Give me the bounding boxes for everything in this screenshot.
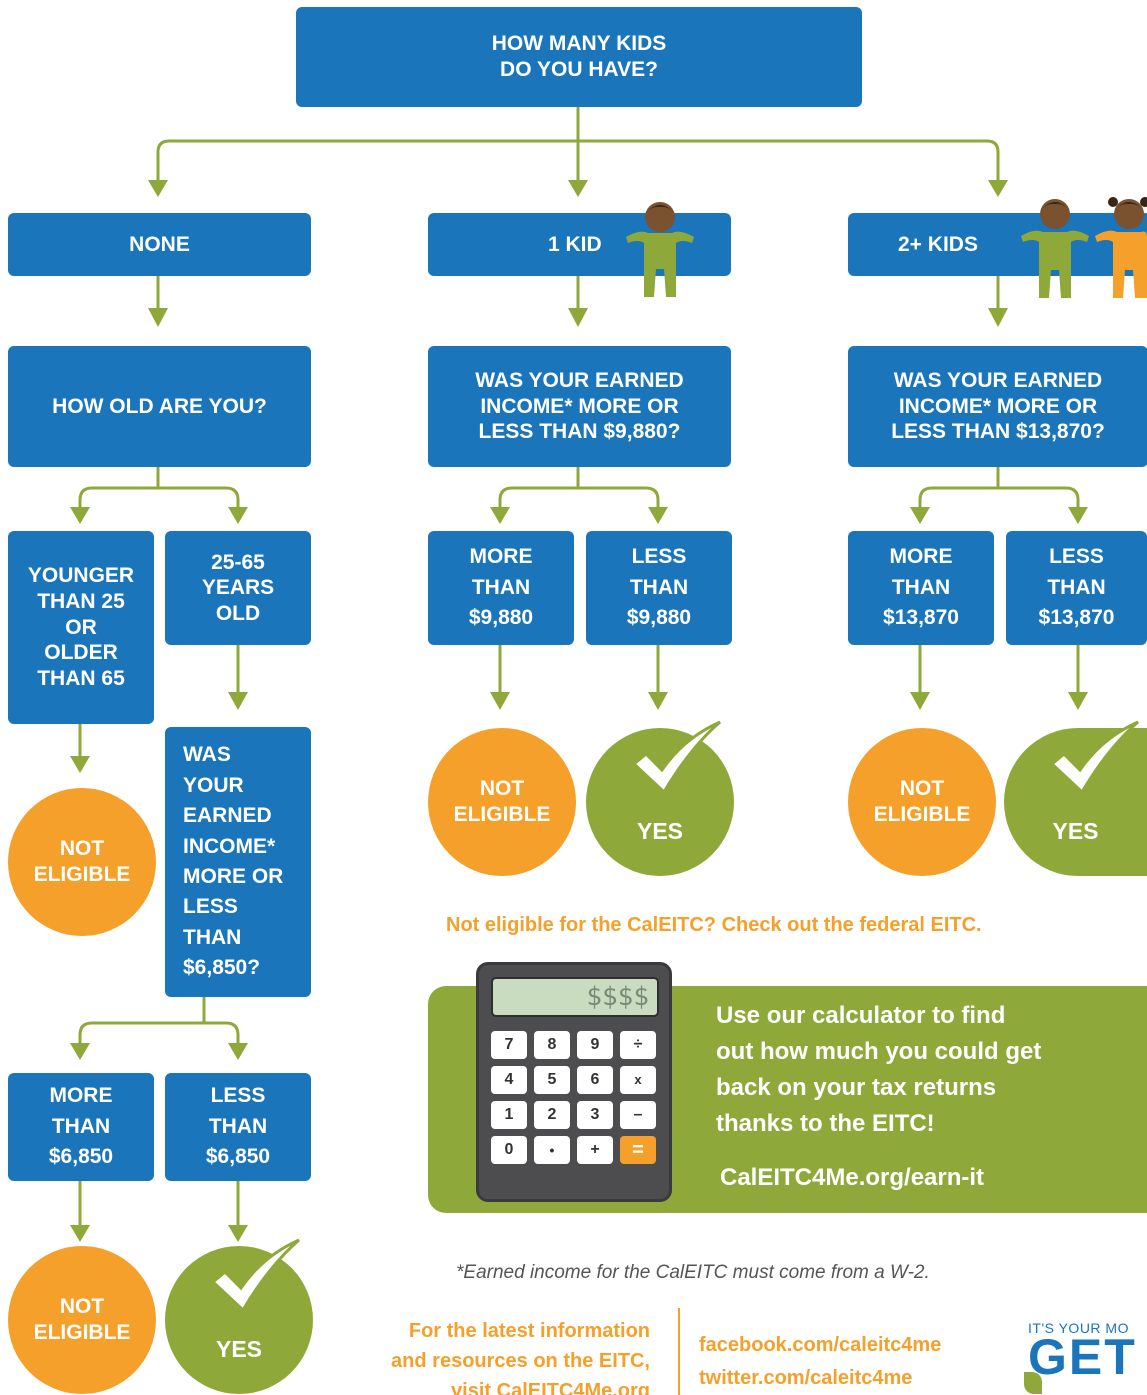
branch-two-kids-label: 2+ KIDS [898,232,978,256]
not-eligible-age-text: NOT ELIGIBLE [33,836,131,886]
key-3: 3 [577,1101,613,1129]
age-25-65-text: 25-65 YEARS OLD [201,550,275,625]
yes-one-kid-circle: YES [586,720,734,876]
age-outside-range-text: YOUNGER THAN 25 OR OLDER THAN 65 [27,564,135,690]
not-eligible-one-kid-circle: NOT ELIGIBLE [428,728,576,876]
key-divide: ÷ [620,1031,656,1059]
one-kid-more-than-box: MORE THAN $9,880 [428,531,574,645]
age-question-text: HOW OLD ARE YOU? [52,394,267,418]
kids-question-box: HOW MANY KIDS DO YOU HAVE? [296,7,862,107]
one-kid-less-than-box: LESS THAN $9,880 [586,531,732,645]
calculator-icon: $$$$ 7 8 9 ÷ 4 5 6 x 1 2 3 – 0 • + = [476,962,672,1202]
key-multiply: x [620,1066,656,1094]
not-eligible-none-text: NOT ELIGIBLE [33,1294,131,1344]
income-question-none-text: WAS YOUR EARNED INCOME* MORE OR LESS THA… [183,743,284,980]
branch-one-kid-label: 1 KID [548,232,602,256]
branch-one-kid-box: 1 KID [428,213,731,276]
footer-divider [678,1308,680,1395]
footnote: *Earned income for the CalEITC must come… [456,1262,930,1283]
one-kid-less-than-text: LESS THAN $9,880 [626,545,692,630]
calculator-keypad: 7 8 9 ÷ 4 5 6 x 1 2 3 – 0 • + = [491,1031,663,1164]
none-more-than-box: MORE THAN $6,850 [8,1073,154,1181]
key-equals: = [620,1136,656,1164]
not-eligible-age-circle: NOT ELIGIBLE [8,788,156,936]
key-0: 0 [491,1136,527,1164]
age-question-box: HOW OLD ARE YOU? [8,346,311,467]
income-question-one-kid-box: WAS YOUR EARNED INCOME* MORE OR LESS THA… [428,346,731,467]
two-kids-more-than-text: MORE THAN $13,870 [883,545,959,630]
yes-two-kids-circle: YES [1004,720,1147,876]
calculator-display-text: $$$$ [586,982,649,1012]
footer-info-text: For the latest information and resources… [391,1320,650,1395]
income-question-two-kids-box: WAS YOUR EARNED INCOME* MORE OR LESS THA… [848,346,1147,467]
facebook-link[interactable]: facebook.com/caleitc4me [699,1334,942,1356]
key-1: 1 [491,1101,527,1129]
key-6: 6 [577,1066,613,1094]
not-eligible-one-kid-text: NOT ELIGIBLE [453,776,551,826]
calculator-promo-text: Use our calculator to find out how much … [716,1002,1042,1137]
kids-question-text: HOW MANY KIDS DO YOU HAVE? [491,32,667,81]
not-eligible-two-kids-text: NOT ELIGIBLE [873,776,971,826]
yes-none-text: YES [215,1335,263,1362]
yes-one-kid-text: YES [636,817,684,844]
checkmark-icon [631,720,721,795]
calculator-link[interactable]: CalEITC4Me.org/earn-it [720,1164,985,1191]
kids-pair-icon [1021,197,1147,298]
key-8: 8 [534,1031,570,1059]
logo-leaf-icon [1024,1372,1042,1394]
key-5: 5 [534,1066,570,1094]
key-7: 7 [491,1031,527,1059]
get-it-logo: IT'S YOUR MO GET I [1024,1320,1147,1395]
federal-eitc-note: Not eligible for the CalEITC? Check out … [446,914,982,936]
key-9: 9 [577,1031,613,1059]
age-outside-range-box: YOUNGER THAN 25 OR OLDER THAN 65 [8,531,154,724]
kid-figure-icon [626,202,694,297]
yes-none-circle: YES [165,1238,313,1394]
two-kids-less-than-box: LESS THAN $13,870 [1006,531,1147,645]
key-2: 2 [534,1101,570,1129]
one-kid-more-than-text: MORE THAN $9,880 [468,545,534,630]
key-plus: + [577,1136,613,1164]
income-question-one-kid-text: WAS YOUR EARNED INCOME* MORE OR LESS THA… [475,369,684,444]
key-4: 4 [491,1066,527,1094]
branch-two-kids-box: 2+ KIDS [848,213,1147,276]
income-question-two-kids-text: WAS YOUR EARNED INCOME* MORE OR LESS THA… [891,369,1105,444]
not-eligible-none-circle: NOT ELIGIBLE [8,1246,156,1394]
branch-none-label: NONE [129,232,190,256]
none-more-than-text: MORE THAN $6,850 [48,1084,114,1169]
logo-tagline: IT'S YOUR MO [1028,1320,1129,1336]
key-minus: – [620,1101,656,1129]
twitter-link[interactable]: twitter.com/caleitc4me [699,1367,913,1389]
two-kids-less-than-text: LESS THAN $13,870 [1038,545,1115,630]
two-kids-more-than-box: MORE THAN $13,870 [848,531,994,645]
not-eligible-two-kids-circle: NOT ELIGIBLE [848,728,996,876]
branch-none-box: NONE [8,213,311,276]
checkmark-icon [1049,720,1139,795]
calculator-display: $$$$ [491,977,659,1017]
none-less-than-text: LESS THAN $6,850 [205,1084,271,1169]
checkmark-icon [210,1238,300,1313]
logo-wordmark: GET I [1028,1329,1147,1385]
key-dot: • [534,1136,570,1164]
income-question-none-box: WAS YOUR EARNED INCOME* MORE OR LESS THA… [165,727,311,997]
yes-two-kids-text: YES [1052,817,1099,844]
age-25-65-box: 25-65 YEARS OLD [165,531,311,645]
none-less-than-box: LESS THAN $6,850 [165,1073,311,1181]
